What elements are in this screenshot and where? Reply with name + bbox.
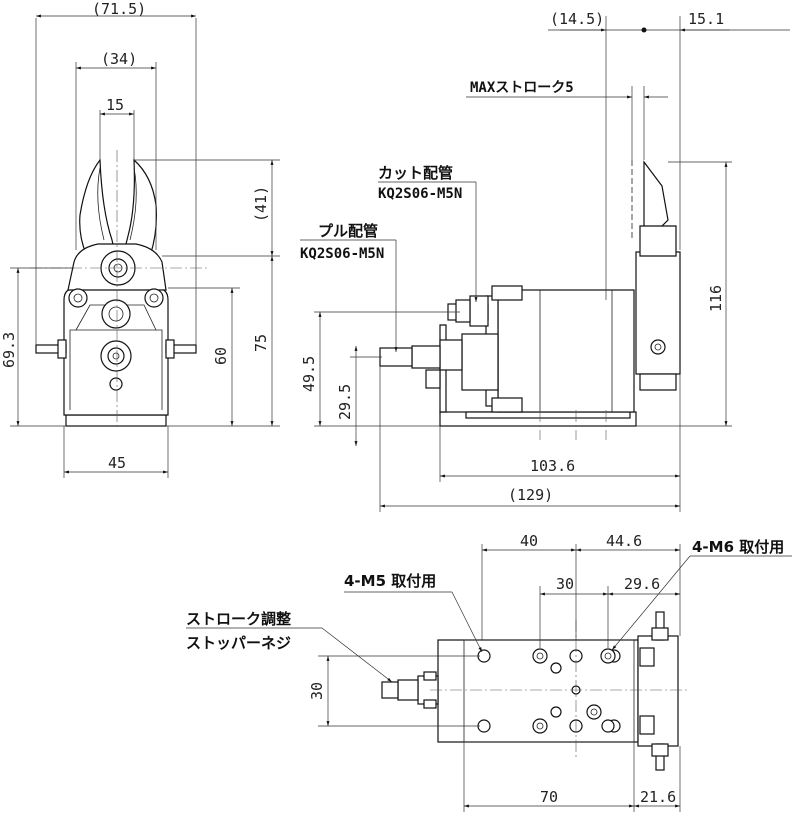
dim-front-45: 45 [108,454,126,472]
dim-front-34: (34) [101,50,137,68]
side-cylinder-body [497,289,635,413]
side-cut-fitting [469,295,489,327]
label-m6-mount: 4-M6 取付用 [692,538,784,556]
dim-front-75: 75 [252,334,270,352]
dim-bottom-44-6: 44.6 [606,532,642,550]
dim-front-71-5: (71.5) [92,0,146,18]
front-base-plate [65,414,167,427]
label-stroke-adjust-2: ストッパーネジ [186,634,291,652]
m6-hole [532,648,548,664]
bottom-adjust-screw [397,679,419,701]
front-view: (71.5) (34) 15 (41) 60 75 69.3 45 [0,0,280,478]
label-max-stroke: MAXストローク5 [470,80,574,96]
dim-bottom-29-6: 29.6 [624,575,660,593]
side-cutter-blade [643,160,669,229]
dim-bottom-vertical-30: 30 [308,682,326,700]
label-cut-port-title: カット配管 [378,164,453,182]
dim-side-129: (129) [508,486,553,504]
dim-bottom-40: 40 [520,532,538,550]
label-m5-mount: 4-M5 取付用 [344,572,436,590]
dim-side-49-5: 49.5 [300,356,318,392]
dim-front-60: 60 [212,347,230,365]
dim-bottom-70: 70 [540,788,558,806]
side-front-block [635,251,681,375]
label-pull-port-code: KQ2S06-M5N [300,246,384,262]
dim-side-29-5: 29.5 [336,384,354,420]
dim-side-14-5: (14.5) [550,10,604,28]
dim-side-116: 116 [707,285,725,312]
label-stroke-adjust-1: ストローク調整 [186,610,291,628]
bottom-view: 40 44.6 30 29.6 4-M5 取付用 4-M6 取付用 ストローク調… [186,532,792,812]
dim-side-103-6: 103.6 [530,457,575,475]
dim-bottom-21-6: 21.6 [640,788,676,806]
label-cut-port-code: KQ2S06-M5N [378,186,462,202]
dim-side-15-1: 15.1 [688,10,724,28]
dim-front-69-3: 69.3 [0,332,18,368]
label-pull-port-title: プル配管 [318,222,378,240]
dim-front-41: (41) [252,186,270,222]
dim-front-15: 15 [106,96,124,114]
side-pull-fitting [411,345,441,369]
dim-bottom-30: 30 [556,575,574,593]
side-view: (14.5) 15.1 MAXストローク5 116 カット配管 KQ2S06-M… [300,10,790,512]
